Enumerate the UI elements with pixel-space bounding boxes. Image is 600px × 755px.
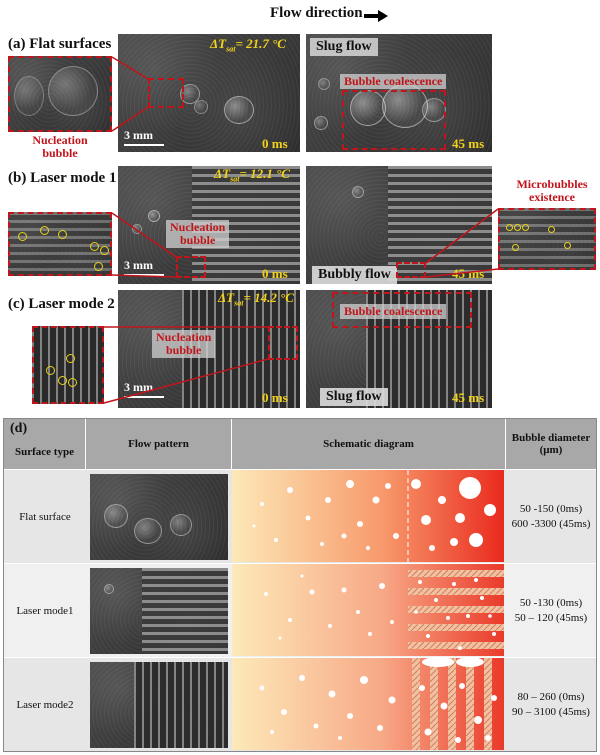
panel-c-coalescence-label: Bubble coalescence (340, 304, 447, 320)
panel-b-time-45: 45 ms (452, 266, 485, 281)
row-schematic-flat (232, 470, 504, 562)
panel-b-delta-t: ΔTsat= 12.1 °C (214, 166, 290, 184)
panel-a-time-0: 0 ms (262, 136, 288, 151)
flow-direction-label: Flow direction (270, 5, 363, 21)
panel-c-delta-t: ΔTsat= 14.2 °C (218, 290, 294, 308)
panel-b-time-0: 0 ms (262, 266, 288, 281)
header-bubble-diameter: Bubble diameter (μm) (511, 432, 591, 456)
panel-a-flow-pattern: Slug flow (310, 38, 378, 56)
header-schematic-diagram: Schematic diagram (232, 419, 506, 469)
header-surface-type: Surface type (4, 419, 86, 469)
row-diameter-45ms: 600 -3300 (45ms) (511, 518, 591, 530)
panel-c-inset-box (32, 326, 104, 404)
row-schematic-laser1 (232, 564, 504, 656)
row-diameter-0ms: 50 -150 (0ms) (519, 502, 583, 515)
row-surface-type: Laser mode1 (16, 605, 74, 617)
row-diameter-45ms: 90 – 3100 (45ms) (512, 706, 590, 718)
panel-a-coalescence-box (342, 90, 446, 150)
panel-a-inset-photo (8, 56, 112, 132)
row-flow-photo (90, 474, 228, 560)
panel-c-flow-pattern: Slug flow (320, 388, 388, 406)
row-diameter-0ms: 50 -130 (0ms) (519, 596, 583, 609)
row-surface-type: Laser mode2 (16, 699, 74, 711)
panel-a-inset-box (8, 56, 112, 132)
row-bubble-diameter: 50 -130 (0ms) 50 – 120 (45ms) (506, 564, 596, 658)
row-bubble-diameter: 80 – 260 (0ms) 90 – 3100 (45ms) (506, 658, 596, 752)
panel-c-coalescence-box (332, 292, 472, 328)
flow-direction-indicator: Flow direction (268, 4, 388, 26)
row-surface-type: Flat surface (19, 511, 71, 523)
flow-direction-arrow-icon (364, 10, 388, 22)
table-row: Flat surface (4, 469, 596, 563)
table-header: (d) Surface type Flow pattern Schematic … (4, 419, 596, 469)
panel-c-scale-bar: 3 mm (124, 380, 164, 398)
row-bubble-diameter: 50 -150 (0ms) 600 -3300 (45ms) (506, 470, 596, 564)
table-row: Laser mode2 (4, 657, 596, 751)
panel-b-nucleation-label: Nucleation bubble (166, 220, 230, 249)
panel-b-inset-box (8, 212, 112, 276)
row-flow-photo (90, 568, 228, 654)
row-diameter-45ms: 50 – 120 (45ms) (514, 612, 588, 624)
table-row: Laser mode1 (4, 563, 596, 657)
panel-a-label: (a) Flat surfaces (8, 36, 112, 52)
panel-b-inset-photo (8, 212, 112, 276)
panel-a-coalescence-label: Bubble coalescence (340, 74, 447, 90)
comparison-table: (d) Surface type Flow pattern Schematic … (3, 418, 597, 752)
panel-a-delta-t: ΔTsat= 21.7 °C (210, 36, 286, 54)
panel-b-zoom-box (176, 256, 206, 278)
panel-c-label: (c) Laser mode 2 (8, 296, 115, 312)
panel-b-label: (b) Laser mode 1 (8, 170, 117, 186)
panel-a-photo-45ms (306, 34, 492, 152)
panel-b-scale-bar: 3 mm (124, 258, 164, 276)
header-flow-pattern: Flow pattern (86, 419, 232, 469)
panel-b-flow-pattern: Bubbly flow (312, 266, 397, 284)
panel-c-time-0: 0 ms (262, 390, 288, 405)
panel-a-zoom-box (148, 78, 184, 108)
panel-b-right-inset-box (498, 208, 596, 270)
panel-a-time-45: 45 ms (452, 136, 485, 151)
panel-c-inset-photo (32, 326, 104, 404)
panel-c-zoom-box (268, 326, 298, 360)
panel-c-time-45: 45 ms (452, 390, 485, 405)
panel-b-microbubbles-label: Microbubbles existence (516, 177, 588, 205)
panel-a-scale-bar: 3 mm (124, 128, 164, 146)
row-flow-photo (90, 662, 228, 748)
row-diameter-0ms: 80 – 260 (0ms) (517, 690, 585, 703)
panel-b-right-inset-photo (498, 208, 596, 270)
panel-c-nucleation-label: Nucleation bubble (152, 330, 216, 359)
panel-a-nucleation-label: Nucleation bubble (32, 133, 88, 161)
panel-b-zoom-box-right (396, 262, 426, 278)
row-schematic-laser2 (232, 658, 504, 750)
panel-d-label: (d) (10, 421, 28, 436)
